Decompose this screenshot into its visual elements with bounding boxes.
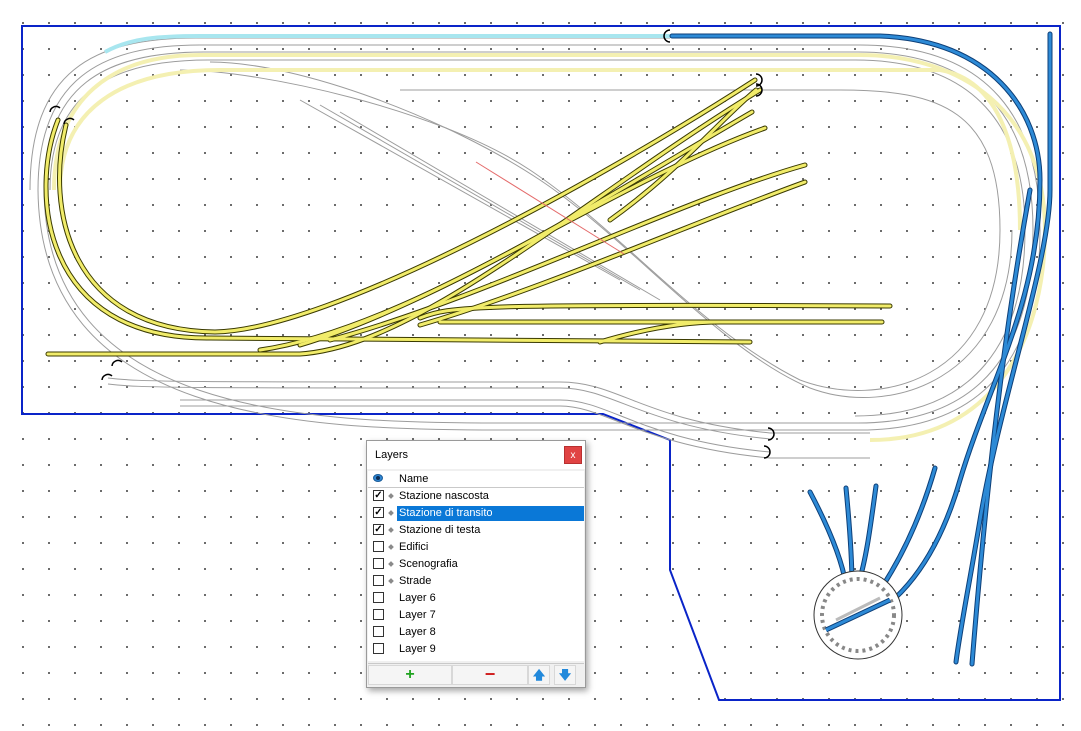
eye-icon: [373, 474, 383, 482]
layer-row[interactable]: ✓ Stazione di transito: [368, 505, 584, 522]
layer-row[interactable]: ✓ Stazione nascosta: [368, 488, 584, 505]
layer-row[interactable]: Strade: [368, 573, 584, 590]
cyan-track[interactable]: [104, 34, 672, 54]
layer-name: Layer 6: [399, 592, 436, 604]
layer-row[interactable]: Layer 8: [368, 624, 584, 641]
layer-visibility-checkbox[interactable]: ✓: [373, 507, 384, 518]
layer-row[interactable]: ✓ Stazione di testa: [368, 522, 584, 539]
layer-visibility-checkbox[interactable]: [373, 575, 384, 586]
layers-title: Layers: [375, 449, 409, 461]
selection-measure-line[interactable]: [475, 161, 625, 255]
layers-list[interactable]: ✓Stazione nascosta✓Stazione di transito✓…: [368, 488, 584, 661]
layer-visibility-checkbox[interactable]: ✓: [373, 524, 384, 535]
add-layer-button[interactable]: +: [368, 665, 452, 685]
hidden-loop-tracks[interactable]: [29, 37, 1041, 459]
diamond-icon: [388, 493, 394, 499]
layer-row[interactable]: Edifici: [368, 539, 584, 556]
layer-row[interactable]: Layer 9: [368, 641, 584, 658]
layer-row[interactable]: Layer 6: [368, 590, 584, 607]
layer-row[interactable]: Layer 7: [368, 607, 584, 624]
layers-toolbar: + − 🡅 🡇: [368, 663, 584, 686]
layer-name: Layer 9: [399, 643, 436, 655]
station-tracks[interactable]: [43, 77, 893, 357]
layers-titlebar[interactable]: Layers x: [367, 441, 585, 469]
layer-visibility-checkbox[interactable]: ✓: [373, 490, 384, 501]
close-button[interactable]: x: [564, 446, 582, 464]
layer-name: Stazione nascosta: [399, 490, 489, 502]
diamond-icon: [388, 561, 394, 567]
diamond-icon: [388, 544, 394, 550]
layer-visibility-checkbox[interactable]: [373, 609, 384, 620]
layer-visibility-checkbox[interactable]: [373, 626, 384, 637]
terminus-tracks-fill: [670, 32, 1052, 666]
layer-name: Scenografia: [399, 558, 458, 570]
remove-layer-button[interactable]: −: [452, 665, 528, 685]
layers-panel[interactable]: Layers x Name ✓ Stazione nascosta ✓ Stazion…: [366, 440, 586, 688]
layer-visibility-checkbox[interactable]: [373, 643, 384, 654]
layer-visibility-checkbox[interactable]: [373, 558, 384, 569]
baseboard-outline[interactable]: [21, 25, 1061, 701]
layer-visibility-checkbox[interactable]: [373, 592, 384, 603]
move-down-button[interactable]: 🡇: [554, 665, 576, 685]
layer-visibility-checkbox[interactable]: [373, 541, 384, 552]
layer-name: Edifici: [399, 541, 429, 553]
diamond-icon: [388, 578, 394, 584]
layer-name: Layer 7: [399, 609, 436, 621]
move-up-button[interactable]: 🡅: [528, 665, 550, 685]
diamond-icon: [388, 527, 394, 533]
diamond-icon: [388, 510, 394, 516]
layers-list-header: Name: [368, 471, 584, 488]
turntable[interactable]: [813, 570, 903, 660]
layer-name: Stazione di transito: [397, 506, 584, 521]
layer-row[interactable]: Scenografia: [368, 556, 584, 573]
column-name-header: Name: [399, 473, 429, 485]
layer-name: Strade: [399, 575, 432, 587]
station-tracks-fill: [44, 78, 892, 356]
end-markers: [49, 29, 775, 459]
layer-name: Stazione di testa: [399, 524, 481, 536]
layer-name: Layer 8: [399, 626, 436, 638]
